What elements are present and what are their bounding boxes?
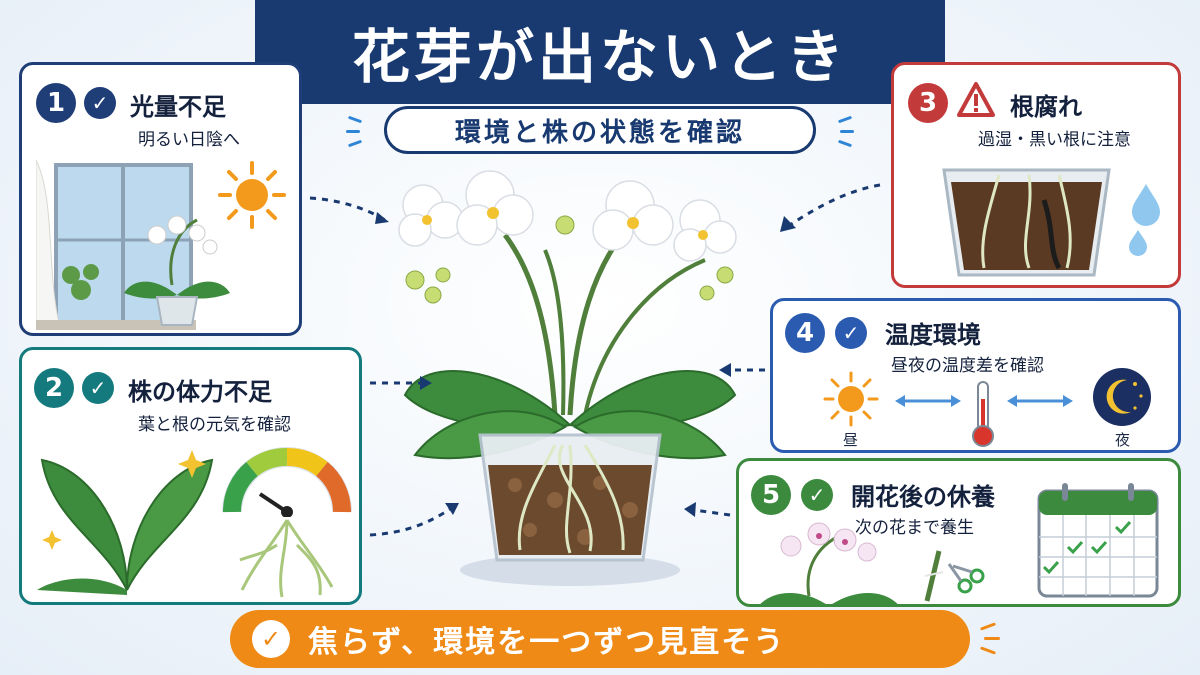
check-icon: ✓ xyxy=(82,372,114,404)
sparkle-mark xyxy=(979,646,997,655)
sparkle-mark xyxy=(984,637,1000,640)
pot-roots-icon xyxy=(942,168,1111,277)
orchid-icon xyxy=(398,170,737,586)
gauge-icon xyxy=(222,447,352,517)
card-subtitle: 葉と根の元気を確認 xyxy=(138,415,291,435)
sparkle-mark xyxy=(837,139,853,148)
calendar-icon xyxy=(1037,483,1159,598)
card-title: 株の体力不足 xyxy=(128,378,272,406)
check-icon: ✓ xyxy=(84,87,116,119)
sparkle-mark xyxy=(346,130,360,133)
day-label: 昼 xyxy=(843,431,859,449)
double-arrow-icon xyxy=(1007,395,1073,407)
card-root-rot: 3 根腐れ 過湿・黒い根に注意 xyxy=(891,62,1181,288)
sparkle-mark xyxy=(837,115,853,124)
number-badge: 2 xyxy=(34,368,74,408)
arrow-icon xyxy=(780,183,881,232)
card-rest-after-bloom: 5 ✓ 開花後の休養 次の花まで養生 xyxy=(736,458,1181,607)
number-badge: 5 xyxy=(751,475,791,515)
card-subtitle: 次の花まで養生 xyxy=(855,518,974,538)
card-title: 温度環境 xyxy=(885,321,981,349)
thermometer-icon xyxy=(972,381,994,447)
card-subtitle: 過湿・黒い根に注意 xyxy=(978,130,1131,150)
card-temperature: 4 ✓ 温度環境 昼夜の温度差を確認 昼 夜 xyxy=(770,298,1181,453)
warning-icon xyxy=(957,82,995,117)
bottom-banner: ✓ 焦らず、環境を一つずつ見直そう xyxy=(230,610,970,668)
orchid-icon xyxy=(760,522,898,604)
water-drop-icon xyxy=(1129,184,1160,256)
double-arrow-icon xyxy=(895,395,961,407)
sparkle-mark xyxy=(347,115,363,124)
arrow-icon xyxy=(684,502,731,517)
card-title: 根腐れ xyxy=(1010,93,1082,121)
number-badge: 3 xyxy=(908,83,948,123)
sun-icon xyxy=(823,371,879,427)
bottom-message: 焦らず、環境を一つずつ見直そう xyxy=(308,625,786,660)
card-subtitle: 昼夜の温度差を確認 xyxy=(891,356,1044,376)
arrow-icon xyxy=(309,196,389,224)
page-subtitle: 環境と株の状態を確認 xyxy=(454,117,745,148)
moon-icon xyxy=(1093,368,1151,426)
roots-icon xyxy=(239,519,334,598)
card-light: 1 ✓ 光量不足 明るい日陰へ xyxy=(19,62,302,336)
page-title: 花芽が出ないとき xyxy=(351,23,848,91)
number-badge: 4 xyxy=(785,313,825,353)
title-banner: 花芽が出ないとき xyxy=(255,0,945,104)
arrow-icon xyxy=(370,376,432,390)
check-icon: ✓ xyxy=(801,479,833,511)
sparkle-mark xyxy=(979,622,997,631)
card-title: 開花後の休養 xyxy=(851,483,995,511)
sun-icon xyxy=(218,161,286,229)
card-subtitle: 明るい日陰へ xyxy=(138,130,240,150)
check-icon: ✓ xyxy=(835,317,867,349)
subtitle-pill: 環境と株の状態を確認 xyxy=(384,106,816,154)
orchid-icon xyxy=(124,215,230,326)
card-title: 光量不足 xyxy=(130,93,226,121)
sparkle-mark xyxy=(347,139,363,148)
arrow-icon xyxy=(719,363,765,377)
number-badge: 1 xyxy=(36,83,76,123)
orchid-leaves-icon xyxy=(37,450,214,595)
night-label: 夜 xyxy=(1115,431,1131,449)
arrow-icon xyxy=(369,503,459,537)
sparkle-mark xyxy=(840,130,854,133)
check-icon: ✓ xyxy=(252,620,290,658)
scissors-icon xyxy=(924,550,985,602)
card-plant-strength: 2 ✓ 株の体力不足 葉と根の元気を確認 xyxy=(19,347,362,605)
